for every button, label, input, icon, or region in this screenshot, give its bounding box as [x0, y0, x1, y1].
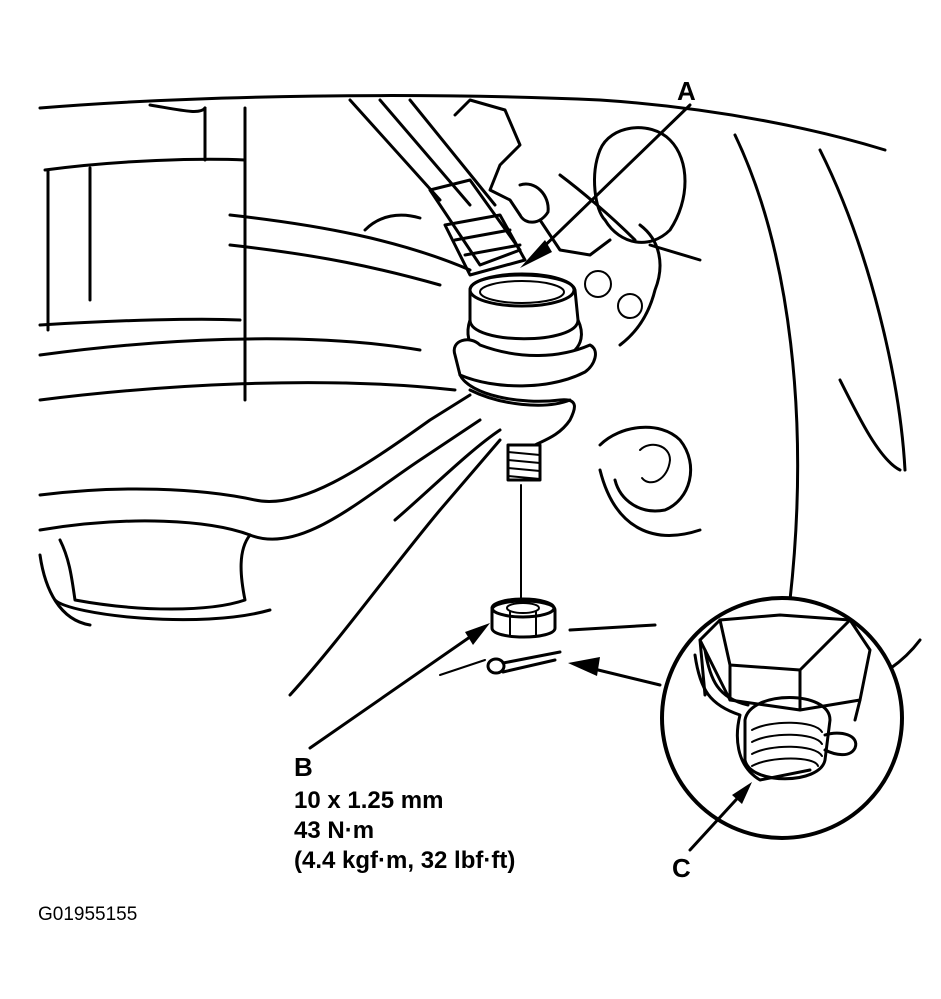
- nut-torque-alt-spec: (4.4 kgf·m, 32 lbf·ft): [294, 847, 516, 874]
- strut-housing: [38, 103, 457, 402]
- callout-c-leader: [688, 782, 752, 852]
- steering-knuckle: [363, 98, 702, 347]
- figure-id: G01955155: [38, 904, 138, 925]
- callout-c-label: C: [672, 853, 691, 883]
- tie-rod-links: [228, 98, 527, 287]
- detail-arrow: [568, 623, 662, 687]
- nut-torque-spec: 43 N·m: [294, 817, 375, 844]
- detail-zoom-circle: [660, 596, 904, 840]
- cotter-pin: [439, 650, 562, 676]
- castle-nut: [490, 597, 557, 639]
- lower-control-arm: [38, 393, 502, 697]
- nut-thread-spec: 10 x 1.25 mm: [294, 787, 444, 814]
- callout-b-leader: [308, 623, 490, 750]
- ball-joint: [452, 272, 597, 482]
- callout-a-leader: [520, 103, 692, 268]
- callout-a-label: A: [677, 76, 696, 106]
- callout-b-label: B: [294, 752, 313, 782]
- subframe-lines: [598, 425, 702, 537]
